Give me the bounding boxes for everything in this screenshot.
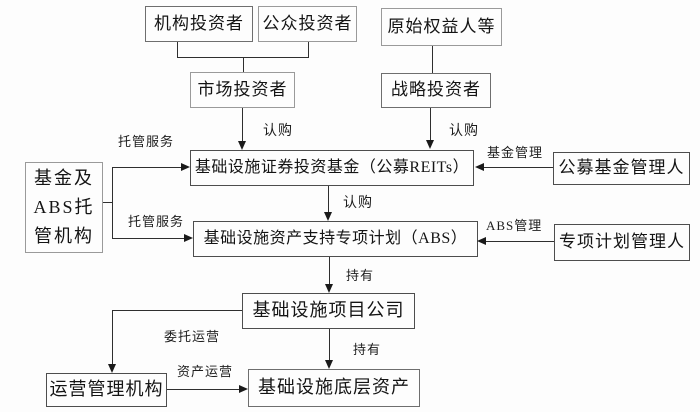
connector-custodian-vertical (112, 167, 113, 239)
node-strategic-investor: 战略投资者 (381, 73, 491, 108)
edge-label-subscribe-middle: 认购 (343, 196, 373, 211)
arrowhead-market-to-reits (238, 141, 246, 150)
arrowhead-reits-to-abs (324, 212, 332, 221)
connector-market-to-reits (242, 108, 243, 143)
connector-merge-down (243, 57, 244, 72)
node-special-plan-manager: 专项计划管理人 (554, 224, 690, 261)
node-operation-manager: 运营管理机构 (46, 373, 167, 407)
connector-custodian-stub (103, 202, 112, 203)
node-abs-plan: 基础设施资产支持专项计划（ABS） (193, 221, 478, 257)
connector-reits-to-abs (328, 186, 329, 214)
node-original-equity-holder: 原始权益人等 (381, 8, 502, 46)
edge-label-fund-management: 基金管理 (487, 145, 544, 160)
connector-custodian-to-reits (112, 167, 183, 168)
edge-label-custody-service-top: 托管服务 (118, 134, 175, 149)
node-public-investor: 公众投资者 (258, 6, 357, 42)
edge-label-subscribe-right: 认购 (449, 124, 479, 139)
arrowhead-abs-to-project (325, 284, 333, 293)
connector-institutional-stub (177, 42, 178, 58)
arrowhead-custodian-to-reits (181, 163, 190, 171)
connector-abs-to-project (329, 257, 330, 286)
arrowhead-custodian-to-abs (184, 234, 193, 242)
node-underlying-assets: 基础设施底层资产 (248, 369, 420, 407)
edge-label-asset-operation: 资产运营 (177, 364, 234, 379)
connector-fundmanager-to-reits (483, 167, 553, 168)
arrowhead-strategic-to-reits (426, 140, 434, 149)
node-institutional-investor: 机构投资者 (145, 6, 253, 42)
connector-project-to-opmanager-h (112, 310, 242, 311)
connector-custodian-to-abs (112, 238, 186, 239)
arrowhead-project-to-opmanager (108, 364, 116, 373)
arrowhead-fundmanager-to-reits (475, 163, 484, 171)
node-project-company: 基础设施项目公司 (242, 293, 415, 329)
connector-public-stub (308, 42, 309, 58)
edge-label-custody-service-bottom: 托管服务 (128, 214, 185, 229)
edge-label-subscribe-left: 认购 (263, 124, 293, 139)
edge-label-entrusted-operation: 委托运营 (164, 329, 221, 344)
edge-label-abs-management: ABS管理 (486, 218, 543, 233)
node-custodian: 基金及 ABS托 管机构 (25, 162, 103, 253)
arrowhead-opmanager-to-assets (239, 385, 248, 393)
connector-opmanager-to-assets (167, 389, 240, 390)
arrowhead-project-to-assets (325, 360, 333, 369)
connector-planmanager-to-abs (485, 241, 554, 242)
connector-project-to-assets (329, 329, 330, 362)
edge-label-hold-top: 持有 (346, 268, 375, 283)
node-public-fund-manager: 公募基金管理人 (553, 152, 690, 185)
connector-project-to-opmanager-v (112, 310, 113, 366)
arrowhead-planmanager-to-abs (477, 237, 486, 245)
connector-original-to-strategic (432, 46, 433, 73)
connector-strategic-to-reits (430, 108, 431, 142)
node-reits-fund: 基础设施证券投资基金（公募REITs） (190, 150, 474, 186)
edge-label-hold-bottom: 持有 (353, 342, 382, 357)
node-market-investor: 市场投资者 (190, 72, 295, 108)
